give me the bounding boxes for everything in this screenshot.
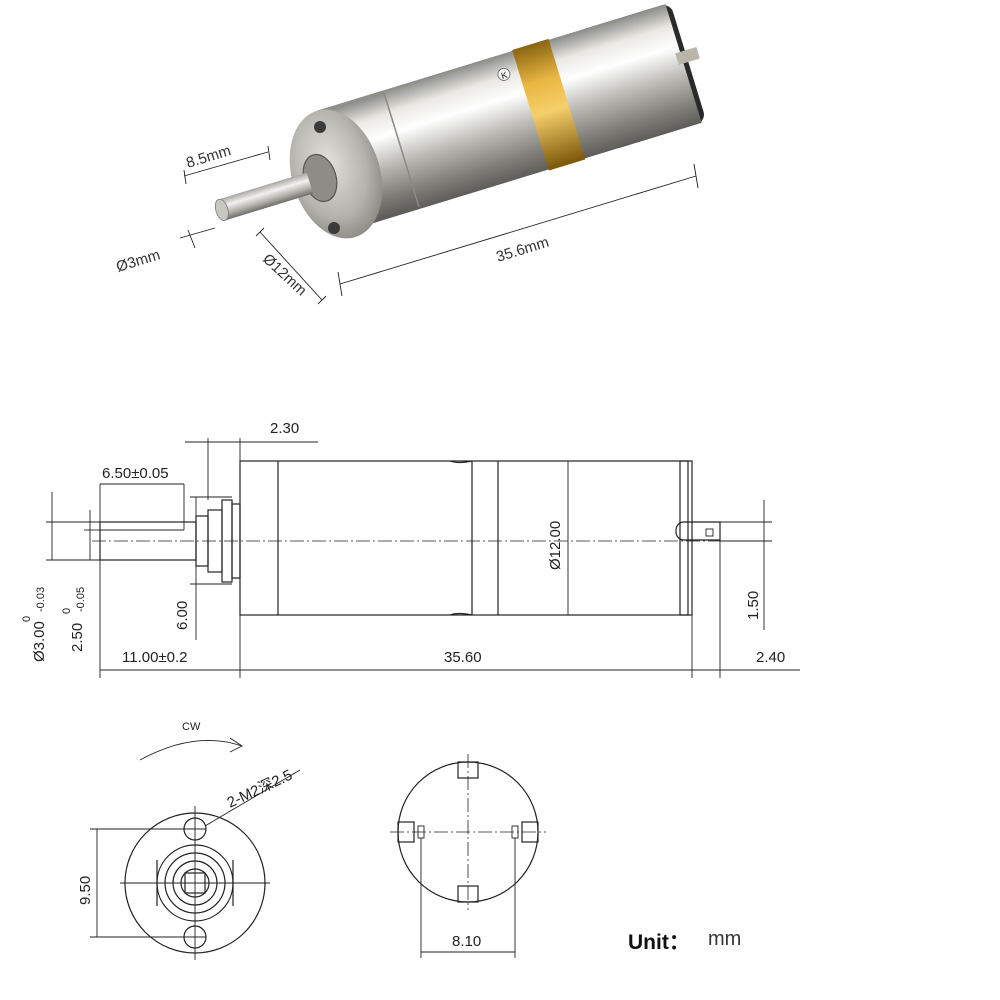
dim-flat-tol-lower: -0.05 bbox=[75, 587, 87, 612]
rear-view-drawing: 8.10 bbox=[390, 754, 546, 958]
rotation-label: CW bbox=[182, 721, 201, 733]
unit-label: Unit： bbox=[628, 931, 690, 954]
dim-flat: 2.50 bbox=[69, 623, 86, 652]
dim-boss: 6.00 bbox=[174, 601, 191, 630]
dim-terminal-length: 2.40 bbox=[756, 649, 785, 666]
screw-hole-top bbox=[314, 121, 326, 133]
dim-shaft-flat: 6.50±0.05 bbox=[102, 465, 169, 482]
front-view-drawing: CW 2-M2深2.5 9.50 bbox=[77, 721, 301, 960]
gold-ring bbox=[512, 38, 586, 171]
photo-dim-body-diameter: Ø12mm bbox=[259, 250, 310, 299]
photo-dim-body-length: 35.6mm bbox=[494, 234, 551, 266]
motor-photo: K 8.5mm Ø3mm Ø12mm 35.6mm bbox=[114, 4, 704, 305]
screw-hole-callout: 2-M2深2.5 bbox=[225, 767, 296, 812]
dim-shaft-diameter: Ø3.00 bbox=[31, 621, 48, 662]
dim-body-diameter: Ø12.00 bbox=[547, 521, 564, 570]
screw-hole-bottom bbox=[328, 222, 340, 234]
dim-body-length: 35.60 bbox=[444, 649, 482, 666]
side-view-drawing: 2.30 6.50±0.05 Ø3.00 0 -0.03 2.50 0 -0.0… bbox=[21, 420, 800, 678]
dim-shaft-diameter-tol-upper: 0 bbox=[21, 616, 33, 622]
dim-terminal-spacing: 8.10 bbox=[452, 933, 481, 950]
unit-value: mm bbox=[708, 928, 742, 950]
cw-arrow bbox=[139, 739, 243, 761]
dim-shaft-diameter-tol-lower: -0.03 bbox=[35, 587, 47, 612]
photo-dim-shaft-diameter: Ø3mm bbox=[114, 246, 162, 275]
motor-body bbox=[316, 4, 702, 230]
logo-mark: K bbox=[500, 70, 509, 81]
dim-terminal-offset: 1.50 bbox=[745, 591, 762, 620]
terminal-tab bbox=[675, 46, 700, 65]
shaft bbox=[218, 172, 314, 221]
dim-flat-tol-upper: 0 bbox=[61, 608, 73, 614]
dim-collar: 2.30 bbox=[270, 420, 299, 437]
dim-hole-spacing: 9.50 bbox=[77, 876, 94, 905]
photo-dim-shaft-length: 8.5mm bbox=[184, 142, 233, 172]
side-body bbox=[239, 460, 689, 616]
dim-shaft-length: 11.00±0.2 bbox=[122, 649, 188, 666]
